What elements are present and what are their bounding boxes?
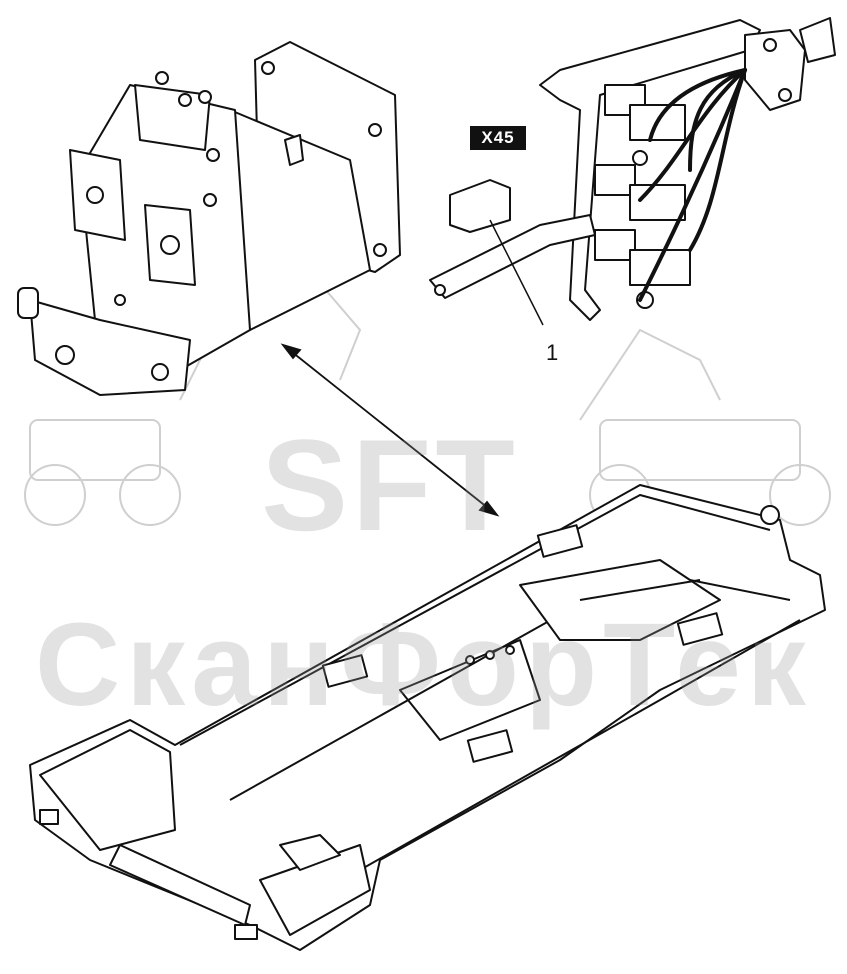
- connector-tag-label: X45: [470, 126, 526, 150]
- double-headed-arrow: [280, 343, 500, 517]
- watermark-company-text: СканФорТек: [35, 599, 812, 731]
- watermark-tractor-right: [579, 328, 831, 526]
- watermark-logo-text: SFT: [261, 412, 519, 558]
- hydraulic-pump-assembly: [17, 41, 401, 396]
- chassis-frame: [29, 484, 826, 951]
- callout-number: 1: [546, 340, 559, 365]
- wiring-harness-bracket: [429, 17, 836, 321]
- callout-leader-line: [489, 219, 544, 326]
- wiring-harness-cables: [638, 68, 747, 302]
